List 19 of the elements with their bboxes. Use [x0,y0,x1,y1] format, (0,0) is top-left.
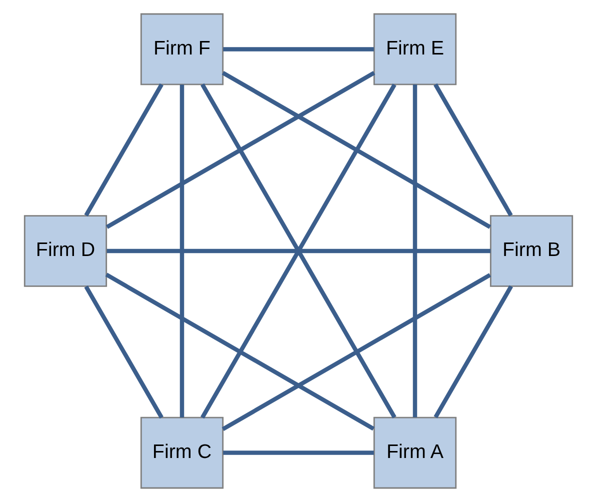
node-box: Firm A [373,416,457,489]
node-box: Firm D [24,215,108,287]
connector [434,285,513,418]
connector [180,84,184,418]
connector [412,84,418,418]
node-box: Firm B [490,215,574,287]
node-box: Firm C [140,416,224,489]
connector [106,248,491,254]
node-box: Firm E [373,13,457,86]
connector [84,286,164,419]
connector [223,450,374,455]
connector [223,47,374,52]
connector [222,273,492,432]
connector [106,70,376,229]
connector [105,272,375,431]
node-box: Firm F [140,13,224,86]
connector [84,83,164,216]
connector [434,83,513,216]
connector [222,70,492,229]
